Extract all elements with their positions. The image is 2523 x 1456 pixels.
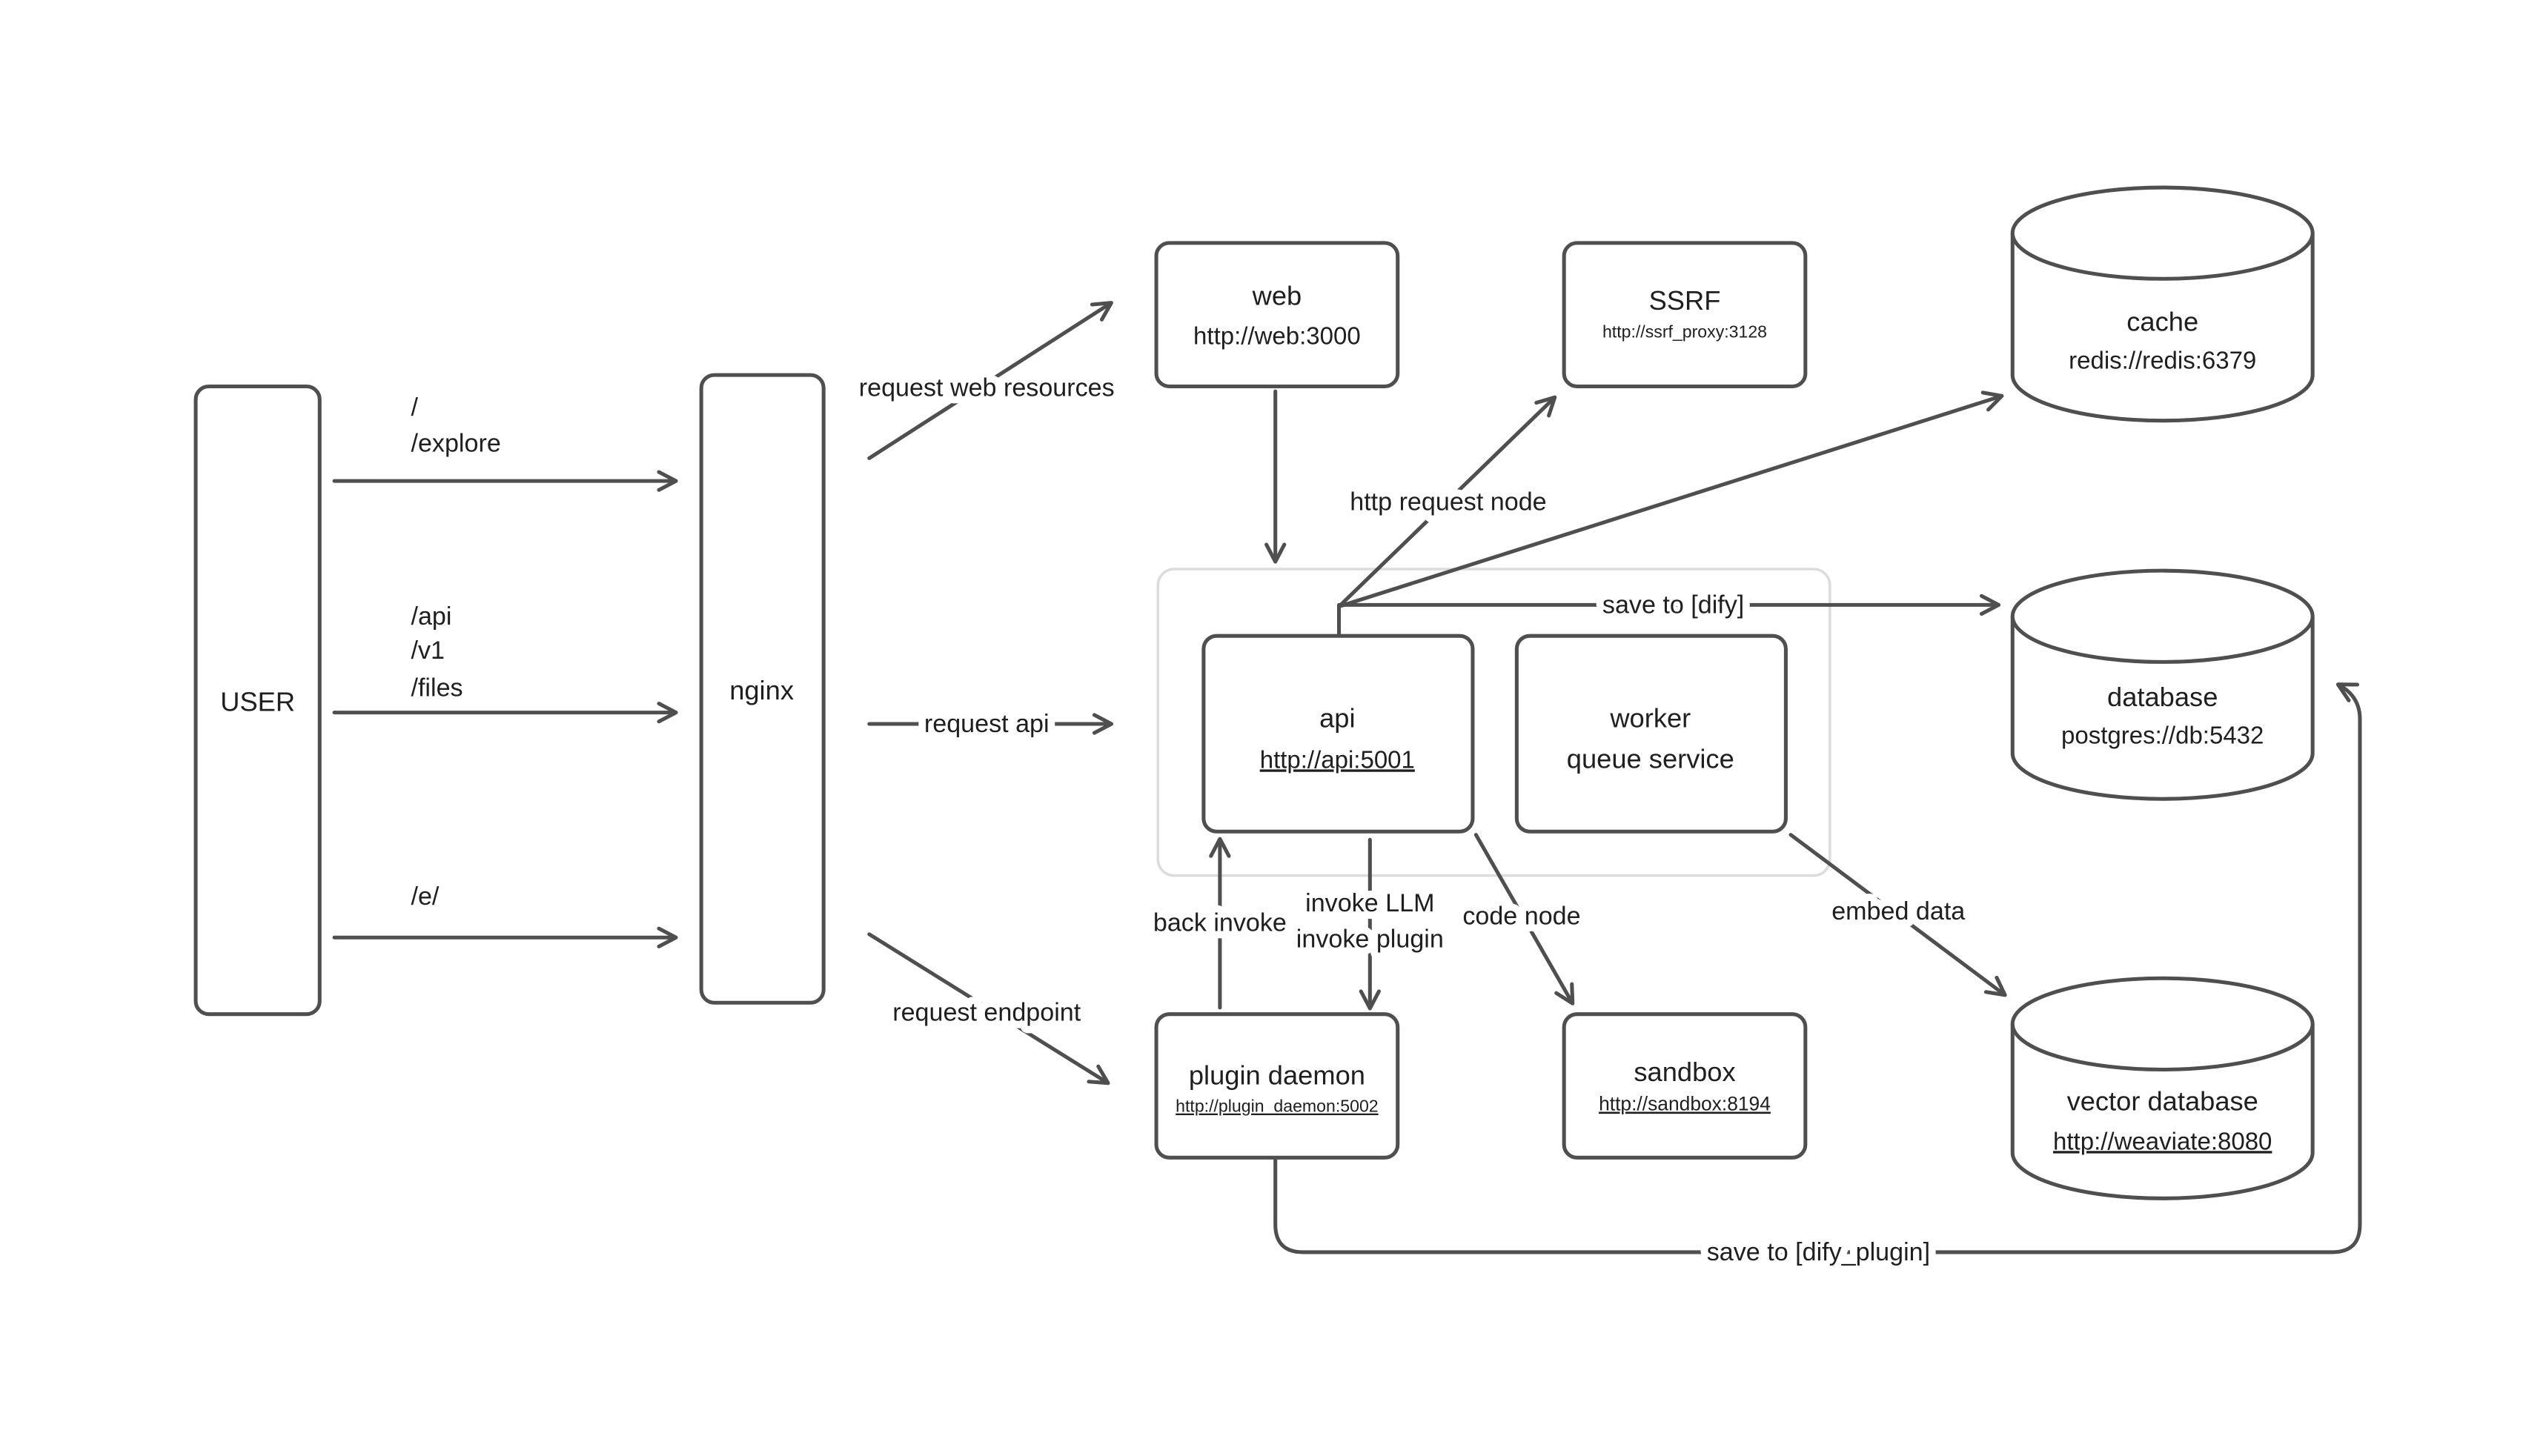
cache-cylinder-top [2010,185,2315,281]
label-request-endpoint: request endpoint [892,998,1081,1026]
ssrf-node-title: SSRF [1649,285,1721,316]
label-user-path-v1: /v1 [411,636,444,665]
nginx-node-label: nginx [729,675,794,705]
web-node-title: web [1252,280,1302,310]
user-node [193,384,322,1017]
label-back-invoke: back invoke [1153,908,1287,937]
api-worker-group-container [1156,568,1831,877]
label-user-path-files: /files [411,674,463,702]
cache-node-title: cache [2126,307,2198,337]
label-user-path-e: /e/ [411,882,439,911]
sandbox-node-title: sandbox [1634,1057,1735,1087]
worker-node [1514,634,1788,834]
arrow-plugin-daemon-to-database [1273,682,2362,1254]
web-node [1154,241,1400,389]
worker-node-subtitle: queue service [1567,743,1734,774]
api-node [1201,634,1475,834]
database-cylinder-top [2010,568,2315,664]
worker-node-title: worker [1609,702,1691,733]
database-node-url: postgres://db:5432 [2061,721,2264,748]
arrow-api-to-ssrf [1336,395,1557,609]
database-cylinder-body [2010,616,2315,801]
label-user-path-root: / [411,393,418,422]
label-http-request-node: http request node [1350,488,1546,516]
user-node-label: USER [220,686,295,717]
vector-database-cylinder-body [2010,1023,2315,1200]
api-node-title: api [1319,702,1355,733]
label-save-to-dify-plugin: save to [dify_plugin] [1707,1238,1930,1266]
label-request-api: request api [924,710,1050,738]
edges-layer [332,301,2362,1254]
plugin-daemon-node [1154,1012,1400,1160]
nginx-node [699,373,826,1005]
label-user-path-api: /api [411,602,451,631]
label-code-node: code node [1462,902,1580,931]
sandbox-node-url: http://sandbox:8194 [1599,1093,1771,1115]
web-node-url: http://web:3000 [1193,322,1361,349]
plugin-daemon-node-title: plugin daemon [1189,1060,1365,1090]
api-node-url: http://api:5001 [1260,745,1415,773]
vector-database-cylinder-top [2010,976,2315,1072]
cache-cylinder-body [2010,233,2315,423]
label-embed-data: embed data [1831,897,1965,925]
vector-database-node-url: http://weaviate:8080 [2053,1127,2272,1154]
arrow-nginx-to-web [867,301,1113,460]
cache-node-url: redis://redis:6379 [2069,346,2256,373]
database-node-title: database [2107,682,2218,712]
arrow-worker-to-vector-database [1788,833,2007,997]
arrow-nginx-to-plugin-daemon [867,932,1110,1086]
ssrf-node [1562,241,1808,389]
label-invoke-llm: invoke LLM [1305,889,1434,917]
label-invoke-plugin: invoke plugin [1296,925,1444,953]
plugin-daemon-node-url: http://plugin_daemon:5002 [1176,1097,1378,1116]
label-request-web-resources: request web resources [859,374,1115,402]
label-user-path-explore: /explore [411,430,500,458]
arrow-api-to-sandbox [1473,833,1575,1005]
arrow-api-to-cache [1336,390,2004,609]
ssrf-node-url: http://ssrf_proxy:3128 [1602,322,1767,341]
label-save-to-dify: save to [dify] [1602,591,1744,619]
sandbox-node [1562,1012,1808,1160]
nodes-layer: USER nginx web http://web:3000 SSRF http… [193,185,2315,1200]
vector-database-node-title: vector database [2067,1086,2258,1117]
